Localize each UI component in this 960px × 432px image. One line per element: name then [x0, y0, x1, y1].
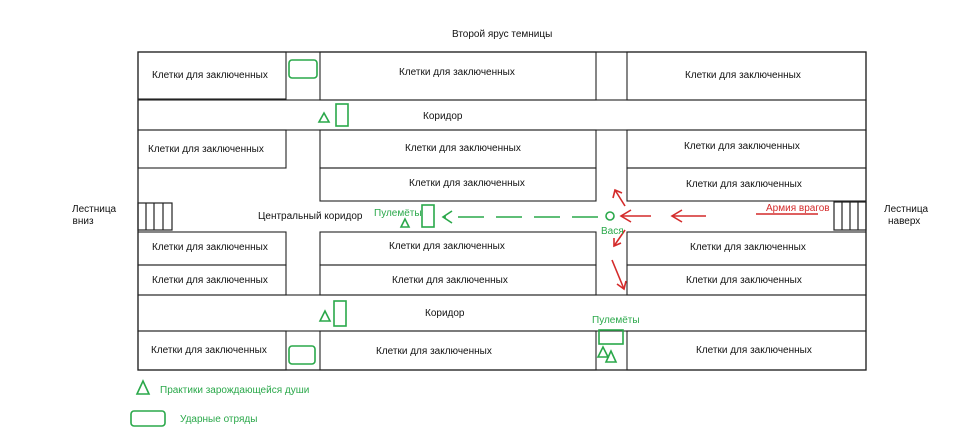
legend-rect-label: Ударные отряды	[180, 414, 258, 425]
practitioner-icon	[317, 111, 331, 123]
cell-label: Клетки для заключенных	[685, 70, 801, 81]
cell-label: Клетки для заключенных	[409, 178, 525, 189]
legend-triangle-icon	[135, 379, 151, 395]
cell-label: Клетки для заключенных	[152, 275, 268, 286]
enemy-arrowhead	[616, 280, 627, 291]
legend-triangle-label: Практики зарождающейся души	[160, 385, 310, 396]
cell-label: Клетки для заключенных	[690, 242, 806, 253]
stairs-down-line: Лестница	[72, 204, 117, 215]
strike-squad-icon	[333, 300, 347, 327]
cell-label: Клетки для заключенных	[392, 275, 508, 286]
practitioner-icon	[604, 349, 618, 363]
cell-block	[626, 167, 867, 202]
practitioner-icon	[318, 309, 332, 322]
corridor-label: Коридор	[423, 111, 463, 122]
cell-label: Клетки для заключенных	[152, 70, 268, 81]
cell-label: Клетки для заключенных	[389, 241, 505, 252]
cell-label: Клетки для заключенных	[152, 242, 268, 253]
cell-label: Клетки для заключенных	[148, 144, 264, 155]
green-arrowhead	[441, 210, 453, 224]
strike-squad-icon	[288, 59, 318, 79]
cell-label: Клетки для заключенных	[686, 179, 802, 190]
cell-block	[137, 51, 287, 100]
lower-corridor	[137, 294, 867, 332]
corridor-label: Коридор	[425, 308, 465, 319]
machine-gun-icon	[421, 204, 435, 228]
enemy-arrowhead	[619, 209, 632, 223]
cell-label: Клетки для заключенных	[686, 275, 802, 286]
machine-guns-label: Пулемёты	[592, 315, 640, 326]
central-corridor-label: Центральный коридор	[258, 211, 363, 222]
strike-squad-icon	[335, 103, 349, 127]
legend-rect-icon	[130, 410, 166, 427]
stairs-up-label: Лестница наверх	[884, 204, 928, 228]
cell-label: Клетки для заключенных	[151, 345, 267, 356]
cell-label: Клетки для заключенных	[696, 345, 812, 356]
enemy-army-label: Армия врагов	[766, 203, 830, 214]
stairs-up-line: Лестница	[884, 204, 929, 215]
enemy-arrow	[613, 229, 626, 247]
enemy-arrow	[614, 189, 626, 207]
machine-guns-label: Пулемёты	[374, 208, 422, 219]
stairs-down-line: вниз	[72, 216, 94, 227]
practitioner-icon	[596, 345, 610, 358]
enemy-arrowhead	[612, 188, 623, 199]
stairs-up-line: наверх	[888, 216, 921, 227]
upper-corridor	[137, 99, 867, 131]
stairs-down-icon	[137, 202, 173, 231]
strike-squad-icon	[288, 345, 316, 365]
enemy-arrow	[611, 259, 625, 290]
vasya-marker	[605, 211, 615, 221]
cell-label: Клетки для заключенных	[684, 141, 800, 152]
cell-label: Клетки для заключенных	[376, 346, 492, 357]
machine-gun-icon	[598, 329, 624, 345]
cell-block	[319, 167, 597, 202]
stairs-up-icon	[833, 201, 867, 231]
stairs-down-label: Лестница вниз	[72, 204, 116, 228]
map-title: Второй ярус темницы	[452, 29, 553, 40]
enemy-arrowhead	[613, 238, 622, 248]
practitioner-icon	[399, 217, 411, 228]
cell-label: Клетки для заключенных	[405, 143, 521, 154]
enemy-arrowhead	[670, 209, 683, 223]
cell-label: Клетки для заключенных	[399, 67, 515, 78]
vasya-label: Вася	[601, 226, 624, 237]
